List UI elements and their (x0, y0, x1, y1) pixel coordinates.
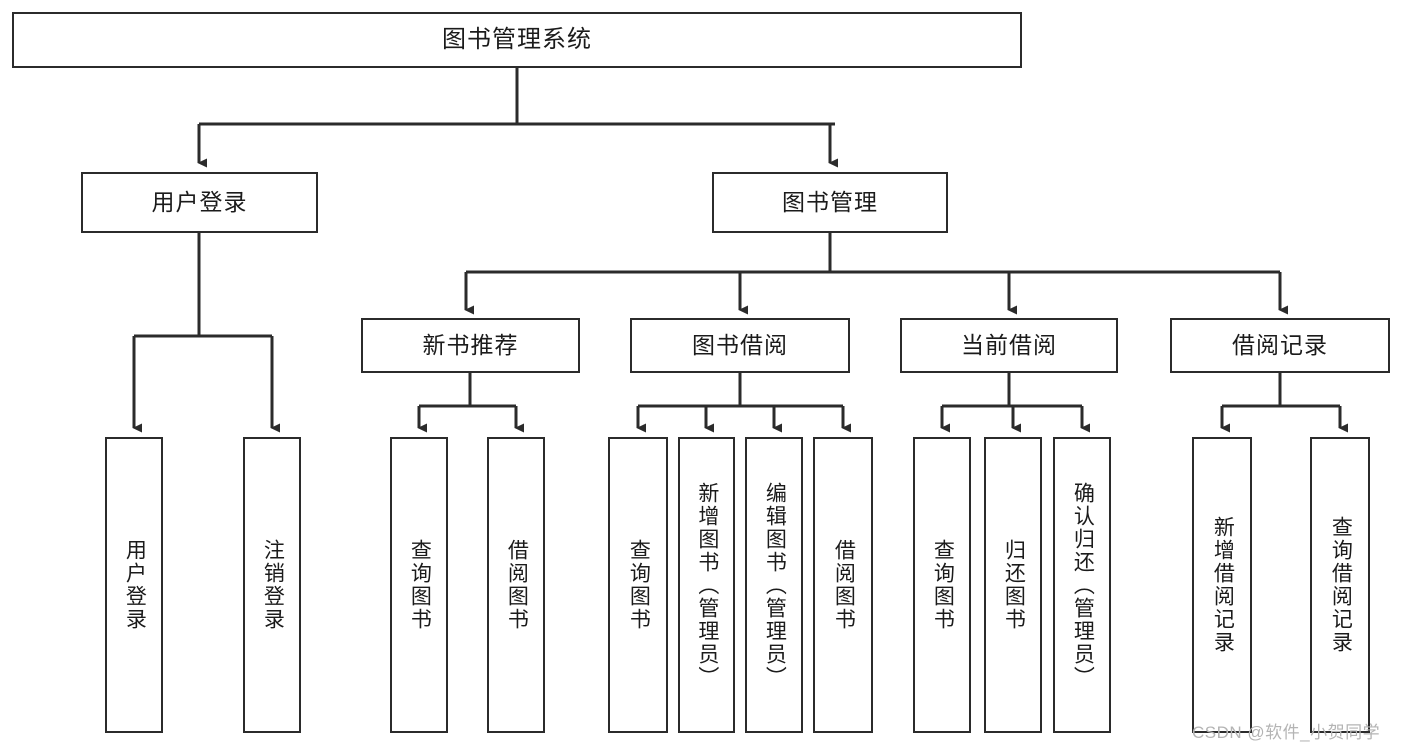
node-root-system[interactable]: 图书管理系统 (12, 12, 1022, 68)
node-borrow-record[interactable]: 借阅记录 (1170, 318, 1390, 373)
edge-borrow-record-to-leaves (1220, 373, 1348, 433)
node-leaf-borrow-book[interactable]: 借阅图书 (813, 437, 873, 733)
node-leaf-query-borrow-record[interactable]: 查询借阅记录 (1310, 437, 1370, 733)
node-leaf-confirm-return-admin[interactable]: 确认归还（管理员） (1053, 437, 1111, 733)
edge-book-management-to-level3 (464, 233, 1288, 315)
node-leaf-query-book-current[interactable]: 查询图书 (913, 437, 971, 733)
node-leaf-edit-book-admin[interactable]: 编辑图书（管理员） (745, 437, 803, 733)
node-label: 借阅图书 (832, 539, 856, 631)
node-label: 借阅图书 (505, 539, 529, 631)
node-label: 图书管理 (782, 188, 878, 215)
node-leaf-query-book-borrow[interactable]: 查询图书 (608, 437, 668, 733)
node-new-book-recommend[interactable]: 新书推荐 (361, 318, 580, 373)
node-leaf-logout[interactable]: 注销登录 (243, 437, 301, 733)
node-book-borrow[interactable]: 图书借阅 (630, 318, 850, 373)
node-label: 归还图书 (1002, 539, 1026, 631)
node-label: 编辑图书（管理员） (763, 481, 787, 689)
node-leaf-query-book-recommend[interactable]: 查询图书 (390, 437, 448, 733)
node-label: 查询图书 (931, 539, 955, 631)
node-label: 注销登录 (261, 539, 285, 631)
node-user-login[interactable]: 用户登录 (81, 172, 318, 233)
node-leaf-add-book-admin[interactable]: 新增图书（管理员） (678, 437, 735, 733)
edge-current-borrow-to-leaves (940, 373, 1090, 433)
node-leaf-return-book[interactable]: 归还图书 (984, 437, 1042, 733)
node-label: 查询图书 (408, 539, 432, 631)
node-label: 图书管理系统 (442, 25, 592, 53)
node-label: 当前借阅 (961, 331, 1057, 358)
edge-new-book-recommend-to-leaves (417, 373, 524, 433)
edge-book-borrow-to-leaves (636, 373, 851, 433)
node-label: 图书借阅 (692, 331, 788, 358)
node-label: 借阅记录 (1232, 331, 1328, 358)
node-label: 用户登录 (151, 188, 248, 215)
node-label: 新书推荐 (422, 331, 519, 358)
node-leaf-borrow-book-recommend[interactable]: 借阅图书 (487, 437, 545, 733)
edge-user-login-to-leaves (132, 233, 280, 433)
node-leaf-user-login[interactable]: 用户登录 (105, 437, 163, 733)
edge-root-to-level2 (197, 68, 838, 168)
node-label: 新增借阅记录 (1211, 516, 1235, 654)
node-current-borrow[interactable]: 当前借阅 (900, 318, 1118, 373)
node-label: 查询图书 (627, 539, 651, 631)
csdn-watermark: CSDN @软件_小贺同学 (1192, 723, 1381, 742)
node-label: 查询借阅记录 (1329, 516, 1353, 654)
node-label: 新增图书（管理员） (695, 481, 719, 689)
node-label: 用户登录 (123, 539, 147, 631)
node-label: 确认归还（管理员） (1071, 481, 1095, 689)
node-leaf-add-borrow-record[interactable]: 新增借阅记录 (1192, 437, 1252, 733)
node-book-management[interactable]: 图书管理 (712, 172, 948, 233)
